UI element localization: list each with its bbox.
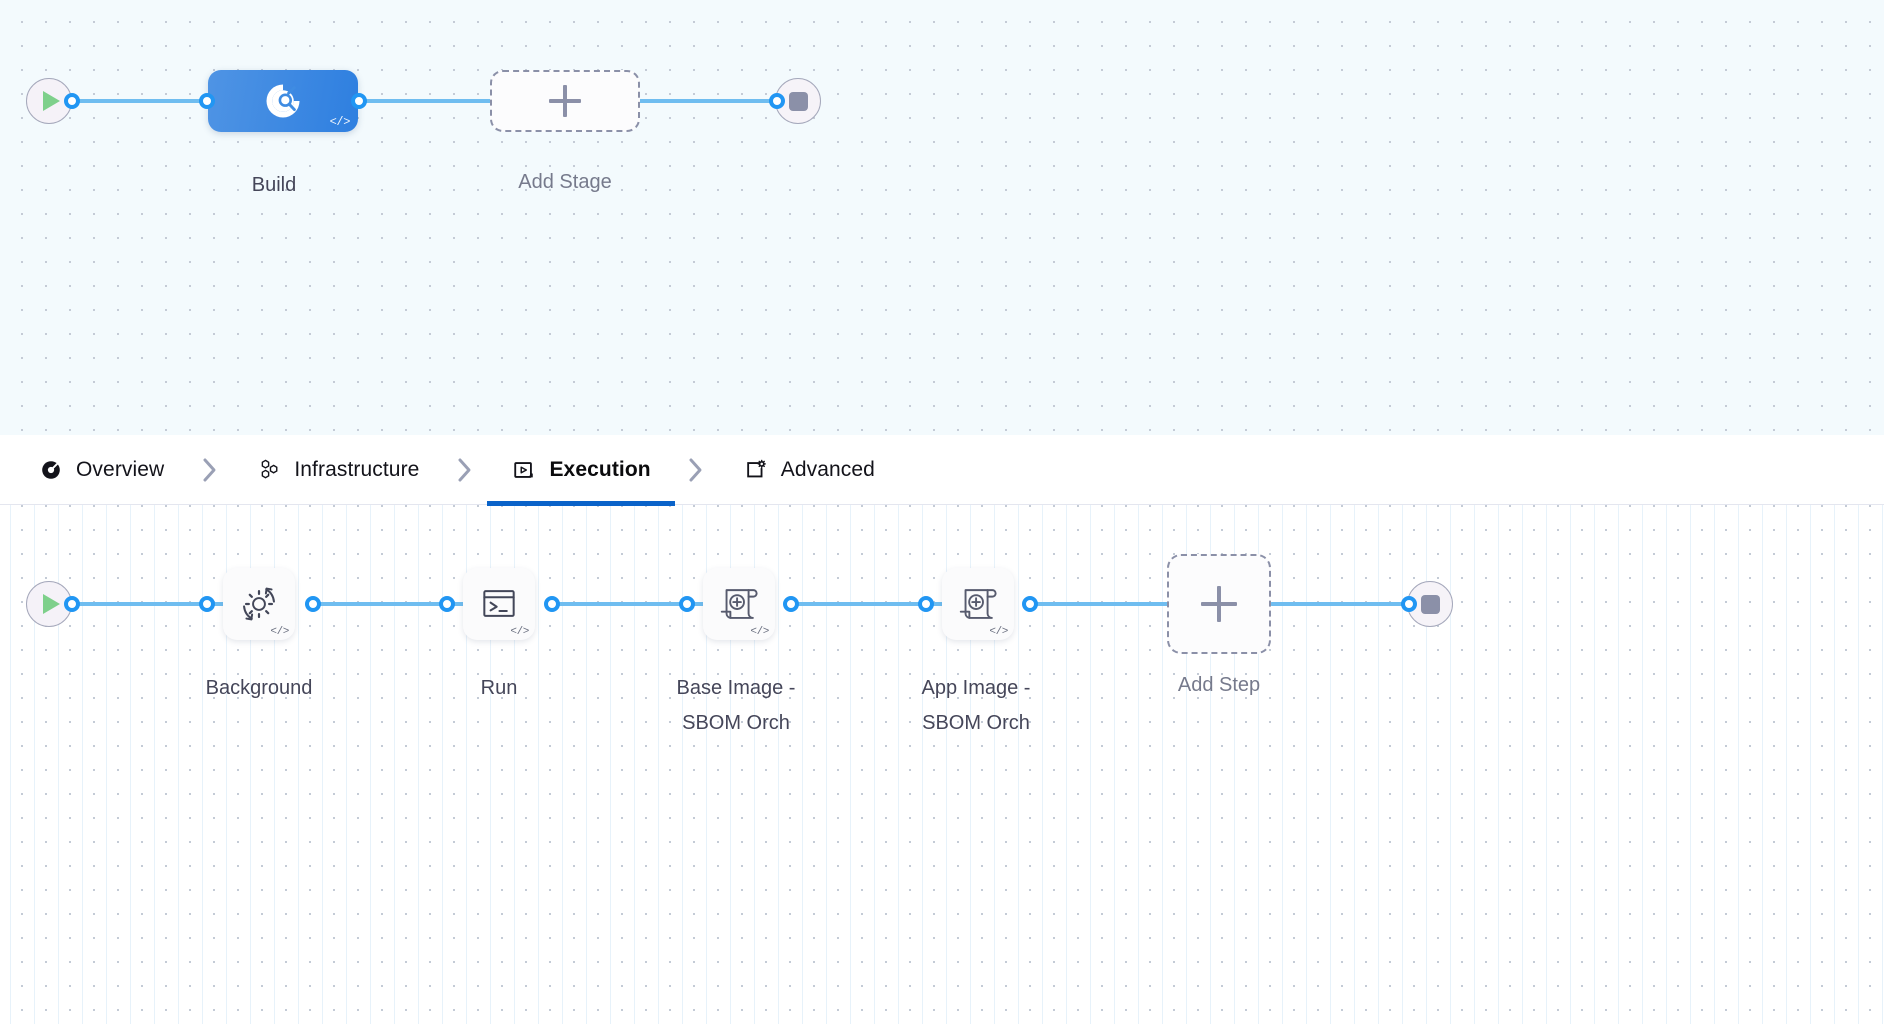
stage-node-build-label: Build	[251, 174, 297, 196]
port-run-out[interactable]	[544, 596, 560, 612]
execution-play-box-icon	[511, 457, 537, 483]
tab-execution-label: Execution	[549, 457, 651, 481]
edge-run-to-base-image	[545, 602, 725, 606]
gear-refresh-icon	[243, 587, 275, 621]
code-badge: </>	[510, 626, 529, 638]
stop-icon	[1420, 594, 1440, 614]
sbom-scroll-plus-icon	[720, 589, 758, 619]
plus-icon	[549, 85, 581, 117]
chevron-right-icon	[675, 435, 719, 505]
step-node-background-label: Background	[205, 677, 313, 699]
code-badge: </>	[750, 626, 769, 638]
step-graph-canvas[interactable]: </> Background </> Run	[0, 505, 1884, 1024]
port-background-out[interactable]	[305, 596, 321, 612]
port-run-in[interactable]	[439, 596, 455, 612]
play-icon	[43, 91, 60, 111]
step-graph: </> Background </> Run	[0, 505, 1884, 1024]
tab-infrastructure[interactable]: Infrastructure	[232, 435, 443, 505]
terminal-icon	[483, 590, 515, 617]
stop-icon	[788, 91, 808, 111]
ci-build-icon	[266, 84, 300, 118]
code-badge: </>	[329, 115, 351, 129]
edge-add-step-to-end	[1270, 602, 1420, 606]
tab-overview[interactable]: Overview	[14, 435, 188, 505]
tab-overview-label: Overview	[76, 457, 165, 481]
tab-advanced-label: Advanced	[780, 457, 875, 481]
port-build-in[interactable]	[199, 93, 215, 109]
hexagon-cluster-icon	[256, 457, 282, 483]
tab-execution[interactable]: Execution	[487, 435, 675, 506]
edge-add-stage-to-end	[620, 99, 795, 103]
port-app-image-in[interactable]	[918, 596, 934, 612]
edge-base-image-to-app-image	[785, 602, 965, 606]
port-end-in[interactable]	[769, 93, 785, 109]
step-node-run[interactable]: </>	[463, 568, 535, 640]
stage-node-build[interactable]: </>	[208, 70, 358, 132]
port-step-start-out[interactable]	[64, 596, 80, 612]
stage-graph-canvas[interactable]: </> Build Add Stage	[0, 0, 1884, 435]
plus-icon	[1201, 586, 1237, 622]
port-base-image-out[interactable]	[783, 596, 799, 612]
edge-app-image-to-add-step	[1024, 602, 1174, 606]
port-app-image-out[interactable]	[1022, 596, 1038, 612]
code-badge: </>	[989, 626, 1008, 638]
stage-graph: </> Build Add Stage	[0, 0, 1884, 435]
code-badge: </>	[270, 626, 289, 638]
window-gear-icon	[743, 457, 769, 483]
edge-start-to-build	[60, 99, 270, 103]
add-step-button[interactable]	[1167, 554, 1271, 654]
port-step-end-in[interactable]	[1401, 596, 1417, 612]
add-step-label: Add Step	[1177, 674, 1261, 696]
chevron-right-icon	[188, 435, 232, 505]
play-icon	[43, 594, 60, 614]
edge-background-to-run	[305, 602, 485, 606]
sbom-scroll-plus-icon	[959, 589, 997, 619]
section-tab-bar: Overview Infrastructure	[0, 435, 1884, 506]
port-background-in[interactable]	[199, 596, 215, 612]
tab-infrastructure-label: Infrastructure	[294, 457, 420, 481]
tab-advanced[interactable]: Advanced	[719, 435, 899, 505]
step-node-base-image-sbom-label: Base Image - SBOM Orch	[676, 677, 796, 734]
edge-build-to-add-stage	[352, 99, 517, 103]
step-node-background[interactable]: </>	[223, 568, 295, 640]
step-node-app-image-sbom[interactable]: </>	[942, 568, 1014, 640]
add-stage-label: Add Stage	[518, 171, 612, 193]
step-node-base-image-sbom[interactable]: </>	[703, 568, 775, 640]
edge-start-to-background	[60, 602, 272, 606]
step-node-app-image-sbom-label: App Image - SBOM Orch	[921, 677, 1031, 734]
port-build-out[interactable]	[351, 93, 367, 109]
add-stage-button[interactable]	[490, 70, 640, 132]
chevron-right-icon	[443, 435, 487, 505]
port-start-out[interactable]	[64, 93, 80, 109]
overview-pie-icon	[38, 457, 64, 483]
step-node-run-label: Run	[480, 677, 518, 699]
port-base-image-in[interactable]	[679, 596, 695, 612]
